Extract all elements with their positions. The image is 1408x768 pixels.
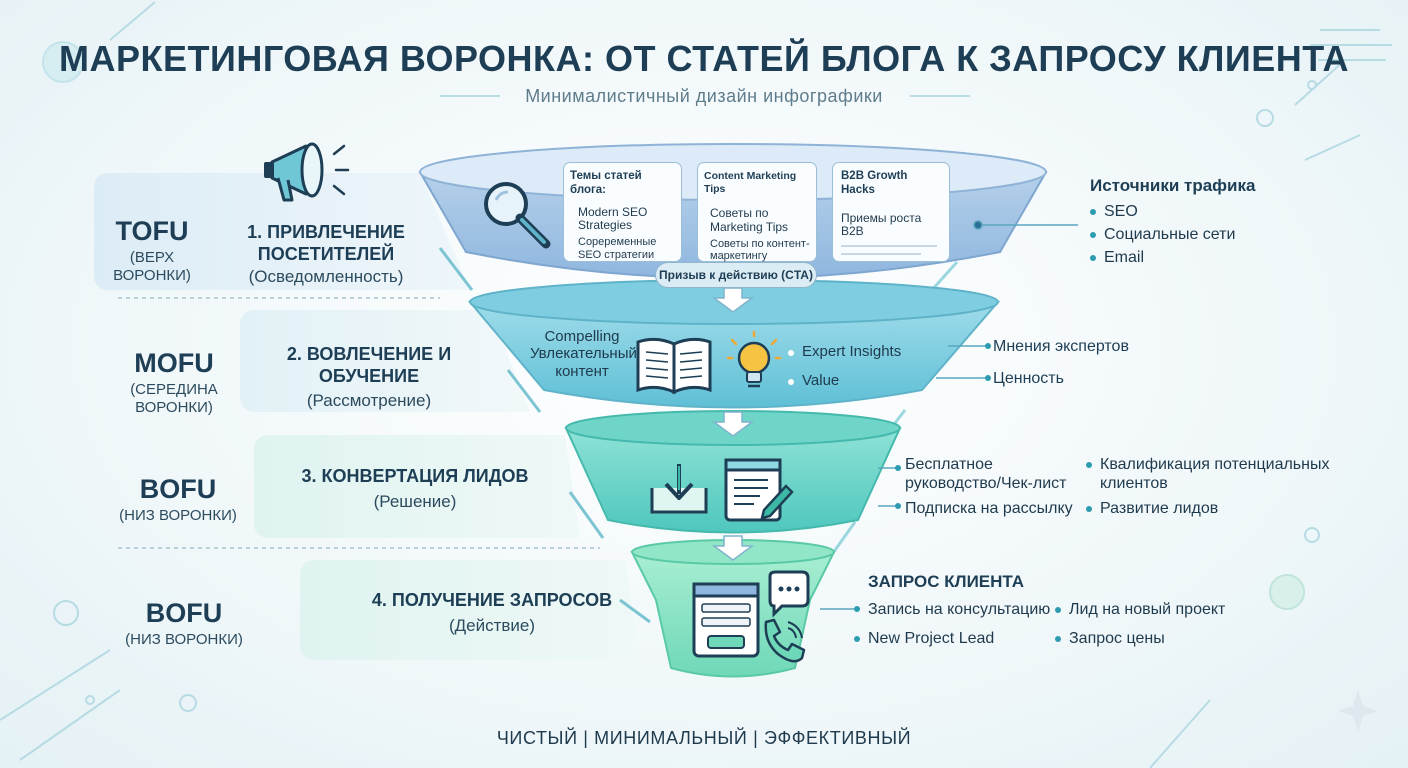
stage-sub: (ВЕРХ ВОРОНКИ)	[113, 249, 191, 284]
stage-title: 4. ПОЛУЧЕНИЕ ЗАПРОСОВ	[371, 590, 613, 610]
stage-code: BOFU	[145, 598, 223, 628]
stage-title: 3. КОНВЕРТАЦИЯ ЛИДОВ	[301, 466, 529, 486]
footer-tagline: ЧИСТЫЙ | МИНИМАЛЬНЫЙ | ЭФФЕКТИВНЫЙ	[496, 728, 912, 748]
card-line: Сореременные	[578, 236, 657, 249]
traffic-item: Социальные сети	[1090, 225, 1310, 244]
stage-code: TOFU	[115, 216, 189, 246]
stage-sub: (НИЗ ВОРОНКИ)	[125, 631, 243, 648]
chat-bubble-icon	[768, 570, 810, 618]
card-line: Marketing Tips	[710, 219, 789, 234]
traffic-item: Email	[1090, 248, 1310, 267]
bofu-right-list: Квалификация потенциальных клиентов Разв…	[1086, 455, 1346, 519]
content-marketing-card: Content Marketing Tips Советы по Marketi…	[697, 162, 817, 262]
stage-1-title-block: 1. ПРИВЛЕЧЕНИЕ ПОСЕТИТЕЛЕЙ (Осведомленно…	[196, 222, 456, 288]
card-line: Приемы роста	[841, 210, 922, 225]
form-edit-icon	[724, 458, 794, 522]
stage-code: MOFU	[134, 348, 214, 378]
phone-icon	[764, 618, 806, 663]
stage-desc: (Осведомленность)	[248, 267, 404, 287]
card-title: B2B Growth Hacks	[841, 170, 908, 196]
open-book-icon	[636, 337, 712, 395]
stage-desc: (Действие)	[448, 615, 536, 635]
request-item: New Project Lead	[854, 629, 1058, 648]
card-title: Content Marketing Tips	[704, 170, 797, 195]
stage-2-title-block: 2. ВОВЛЕЧЕНИЕ И ОБУЧЕНИЕ (Рассмотрение)	[240, 344, 498, 412]
stage-bofu-label: BOFU (НИЗ ВОРОНКИ)	[118, 476, 238, 525]
mofu-bullets: Expert Insights Value	[788, 343, 928, 390]
request-item: Запись на консультацию	[868, 601, 1051, 618]
bofu-item: Бесплатное	[905, 456, 993, 473]
cta-button[interactable]: Призыв к действию (CTA)	[655, 262, 817, 288]
request-right-list: Лид на новый проект Запрос цены	[1055, 600, 1255, 648]
stage-bofu-2-label: BOFU (НИЗ ВОРОНКИ)	[124, 600, 244, 649]
megaphone-icon	[264, 142, 350, 202]
stage-tofu-label: TOFU (ВЕРХ ВОРОНКИ)	[92, 218, 212, 285]
traffic-item: SEO	[1090, 202, 1310, 221]
card-line: Советы по	[710, 206, 769, 221]
card-line: Strategies	[578, 218, 633, 233]
stage-code: BOFU	[139, 474, 217, 504]
card-line: маркетингу	[710, 250, 768, 263]
stage-sub: ВОРОНКИ)	[135, 399, 213, 416]
sparkle-icon	[1338, 690, 1378, 732]
mofu-bullet: Value	[788, 372, 928, 389]
mofu-side-expert: Мнения экспертов	[993, 338, 1129, 355]
stage-sub: (НИЗ ВОРОНКИ)	[119, 507, 237, 524]
traffic-heading: Источники трафика	[1090, 176, 1256, 195]
page-subtitle: Минималистичный дизайн инфографики	[525, 86, 883, 106]
request-item: Лид на новый проект	[1055, 600, 1255, 619]
stage-4-title-block: 4. ПОЛУЧЕНИЕ ЗАПРОСОВ (Действие)	[360, 590, 624, 636]
blog-topics-card: Темы статей блога: Modern SEO Strategies…	[563, 162, 682, 262]
bofu-item: Квалификация потенциальных клиентов	[1086, 455, 1346, 493]
card-line: SEO стратегии	[578, 248, 655, 261]
request-heading: ЗАПРОС КЛИЕНТА	[868, 572, 1024, 591]
page-title: МАРКЕТИНГОВАЯ ВОРОНКА: ОТ СТАТЕЙ БЛОГА К…	[59, 38, 1349, 79]
request-left-list: Запись на консультацию New Project Lead	[854, 600, 1058, 648]
bofu-item: Развитие лидов	[1086, 499, 1346, 518]
download-icon	[650, 464, 708, 514]
stage-sub: (СЕРЕДИНА	[130, 381, 218, 398]
traffic-sources: Источники трафика SEO Социальные сети Em…	[1090, 176, 1310, 268]
mofu-line: контент	[555, 362, 609, 380]
web-form-icon	[692, 582, 760, 658]
bofu-item: Подписка на рассылку	[905, 500, 1073, 518]
mofu-content-label: Compelling Увлекательный контент	[530, 328, 637, 380]
mofu-bullet: Expert Insights	[788, 343, 928, 360]
stage-desc: (Решение)	[373, 491, 457, 511]
card-line: B2B	[841, 224, 864, 239]
bofu-left-list: Бесплатное руководство/Чек-лист Подписка…	[905, 455, 1085, 519]
lightbulb-icon	[726, 330, 782, 388]
mofu-line: Увлекательный	[530, 345, 637, 363]
card-line: Советы по контент-	[710, 237, 810, 250]
mofu-line: Compelling	[544, 328, 620, 345]
magnifier-icon	[484, 182, 551, 249]
card-line: Modern SEO	[578, 204, 648, 219]
card-title: Темы статей блога:	[570, 170, 642, 196]
stage-title: 2. ВОВЛЕЧЕНИЕ И ОБУЧЕНИЕ	[286, 344, 452, 386]
request-item: Запрос цены	[1055, 629, 1255, 648]
stage-3-title-block: 3. КОНВЕРТАЦИЯ ЛИДОВ (Решение)	[290, 466, 540, 512]
mofu-side-value: Ценность	[993, 370, 1064, 387]
b2b-growth-card: B2B Growth Hacks Приемы роста B2B	[832, 162, 950, 262]
bofu-item: руководство/Чек-лист	[905, 475, 1067, 493]
stage-desc: (Рассмотрение)	[306, 391, 432, 411]
stage-mofu-label: MOFU (СЕРЕДИНА ВОРОНКИ)	[118, 350, 230, 417]
stage-title: 1. ПРИВЛЕЧЕНИЕ ПОСЕТИТЕЛЕЙ	[247, 222, 405, 264]
